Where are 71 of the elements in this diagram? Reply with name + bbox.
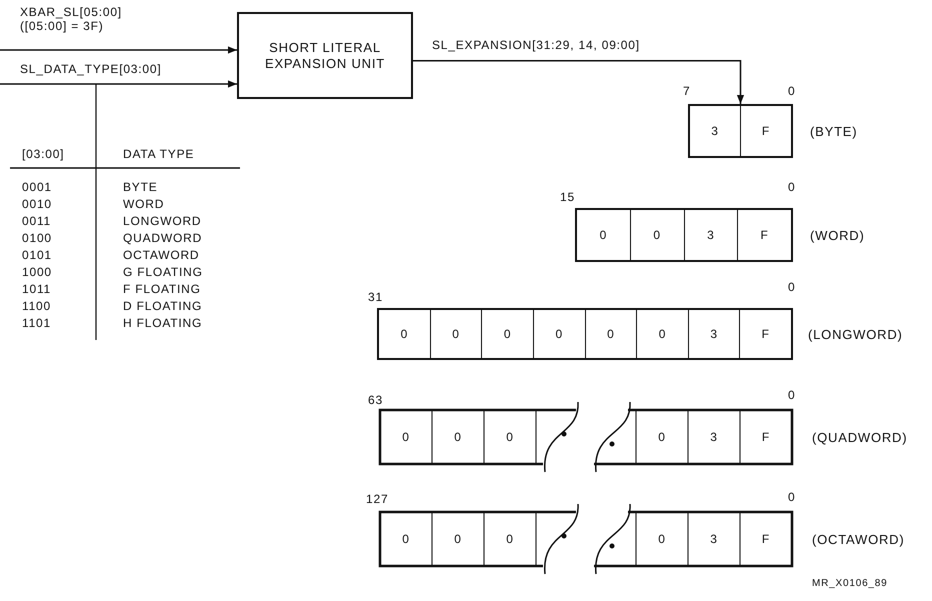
table-cell: LONGWORD <box>123 214 202 228</box>
bit-value: F <box>737 210 791 260</box>
bit-number: 127 <box>366 492 388 506</box>
bit-number: 0 <box>788 84 796 98</box>
bit-value: 0 <box>454 430 462 444</box>
table-cell: OCTAWORD <box>123 248 200 262</box>
register-box <box>688 104 793 158</box>
bit-value: 0 <box>532 310 584 358</box>
bit-value: 3 <box>710 123 720 140</box>
register-label: (LONGWORD) <box>808 327 903 342</box>
table-cell: 1101 <box>22 316 52 330</box>
column-header: [03:00] <box>22 147 64 161</box>
table-cell: 0101 <box>22 248 52 262</box>
table-cell: G FLOATING <box>123 265 203 279</box>
table-cell: 0011 <box>22 214 52 228</box>
figure-id: MR_X0106_89 <box>812 578 888 589</box>
register-label: (OCTAWORD) <box>812 532 904 547</box>
bit-value: 3 <box>688 310 740 358</box>
table-cell: WORD <box>123 197 164 211</box>
table-cell: 1011 <box>22 282 52 296</box>
bit-value: 0 <box>402 532 410 546</box>
bit-value: 0 <box>658 532 666 546</box>
bit-value: 3 <box>710 532 718 546</box>
process-box: SHORT LITERAL EXPANSION UNIT <box>237 12 413 99</box>
table-cell: 1000 <box>22 265 52 279</box>
register-box <box>575 208 793 262</box>
column-header: DATA TYPE <box>123 147 194 161</box>
table-cell: D FLOATING <box>123 299 202 313</box>
bit-value: 3 <box>710 430 718 444</box>
bit-value: 0 <box>658 430 666 444</box>
bit-value: F <box>740 106 791 156</box>
table-cell: BYTE <box>123 180 158 194</box>
bit-number: 63 <box>368 393 383 407</box>
table-cell: 0010 <box>22 197 52 211</box>
arrow <box>0 80 237 88</box>
bit-value: 0 <box>402 430 410 444</box>
bit-value: 0 <box>598 227 608 244</box>
bit-value: 0 <box>430 310 482 358</box>
arrow <box>413 60 744 104</box>
table-cell: 0001 <box>22 180 52 194</box>
table-cell: H FLOATING <box>123 316 202 330</box>
register-label: (WORD) <box>810 228 865 243</box>
bit-value: 0 <box>584 310 636 358</box>
bit-value: F <box>762 430 770 444</box>
table-cell: QUADWORD <box>123 231 202 245</box>
bit-value: 0 <box>481 310 533 358</box>
bit-value: 0 <box>506 532 514 546</box>
bit-number: 15 <box>560 190 575 204</box>
bit-value: 0 <box>454 532 462 546</box>
register-label: (BYTE) <box>810 124 858 139</box>
bit-value: 0 <box>630 210 684 260</box>
table-cell: 1100 <box>22 299 52 313</box>
bit-number: 0 <box>788 388 796 402</box>
arrow <box>0 46 237 54</box>
bit-value: F <box>739 310 791 358</box>
table-cell: 0100 <box>22 231 52 245</box>
table-cell: F FLOATING <box>123 282 201 296</box>
register-label: (QUADWORD) <box>812 430 908 445</box>
bit-number: 0 <box>788 490 796 504</box>
bit-number: 7 <box>683 84 690 98</box>
bit-number: 0 <box>788 280 796 294</box>
bit-number: 31 <box>368 290 383 304</box>
signal-label: SL_DATA_TYPE[03:00] <box>20 62 162 76</box>
bit-number: 0 <box>788 180 796 194</box>
bit-value: 3 <box>684 210 738 260</box>
bit-value: 0 <box>636 310 688 358</box>
bit-value: F <box>762 532 770 546</box>
signal-label: SL_EXPANSION[31:29, 14, 09:00] <box>432 38 640 52</box>
register-box <box>377 308 793 360</box>
bit-value: 0 <box>400 326 410 343</box>
bit-value: 0 <box>506 430 514 444</box>
